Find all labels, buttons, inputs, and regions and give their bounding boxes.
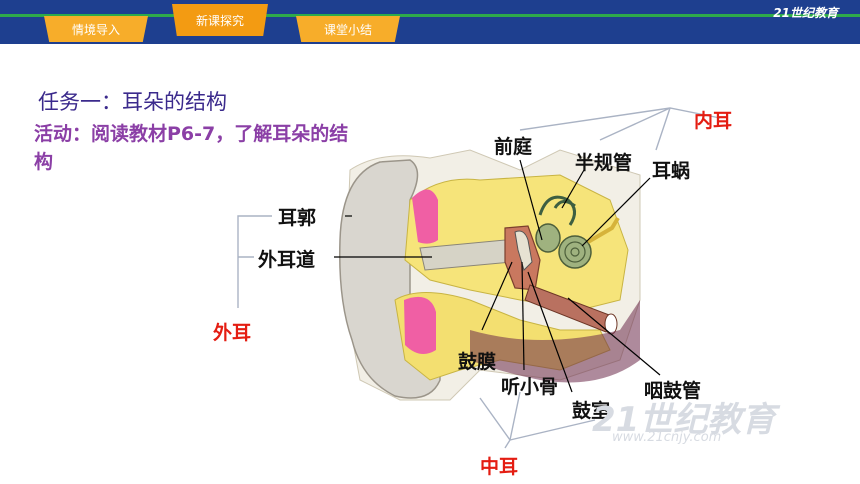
leader-vestibule xyxy=(519,159,543,241)
bracket-inner-ear xyxy=(519,107,721,151)
cochlea-shape xyxy=(558,235,592,269)
bracket-middle-ear xyxy=(479,391,596,449)
ossicles-shape xyxy=(514,230,533,271)
label-ear-canal: 外耳道 xyxy=(258,249,316,271)
leader-cochlea xyxy=(581,177,651,247)
label-middle-ear: 中耳 xyxy=(480,456,519,478)
tab-summary[interactable]: 课堂小结 xyxy=(296,16,400,42)
label-auricle: 耳郭 xyxy=(278,207,317,229)
brand-logo: 21世纪教育 xyxy=(773,6,838,20)
bracket-outer-ear xyxy=(237,215,272,308)
leader-ossicles xyxy=(521,261,525,371)
label-eustachian: 咽鼓管 xyxy=(644,380,702,402)
label-cochlea: 耳蜗 xyxy=(652,160,691,182)
label-outer-ear: 外耳 xyxy=(213,322,252,344)
label-tympanic: 鼓室 xyxy=(572,400,611,422)
label-inner-ear: 内耳 xyxy=(694,110,733,132)
semicircular-canals-shape xyxy=(538,195,576,226)
leader-eardrum xyxy=(481,261,513,331)
label-vestibule: 前庭 xyxy=(494,136,533,158)
eustachian-tube-shape xyxy=(524,284,613,333)
leader-semicircular xyxy=(561,169,585,209)
leader-tympanic xyxy=(527,271,573,393)
label-eardrum: 鼓膜 xyxy=(458,351,497,373)
tab-intro[interactable]: 情境导入 xyxy=(44,16,148,42)
label-semicircular: 半规管 xyxy=(575,152,633,174)
activity-text: 活动：阅读教材P6-7，了解耳朵的结构 xyxy=(34,123,349,173)
nav-accent-line xyxy=(0,14,860,17)
watermark-url: www.21cnjy.com xyxy=(612,430,722,445)
label-ossicles: 听小骨 xyxy=(501,376,559,398)
auditory-nerve xyxy=(586,216,620,244)
vestibule-shape xyxy=(535,223,561,253)
cartilage-upper xyxy=(412,189,438,244)
leader-eustachian xyxy=(567,297,661,376)
watermark-logo: 21世纪教育 xyxy=(592,400,776,440)
tab-explore[interactable]: 新课探究 xyxy=(172,4,268,36)
throat-tissue xyxy=(470,300,640,383)
cartilage-lower xyxy=(404,296,436,354)
task-title: 任务一：耳朵的结构 xyxy=(38,90,227,114)
